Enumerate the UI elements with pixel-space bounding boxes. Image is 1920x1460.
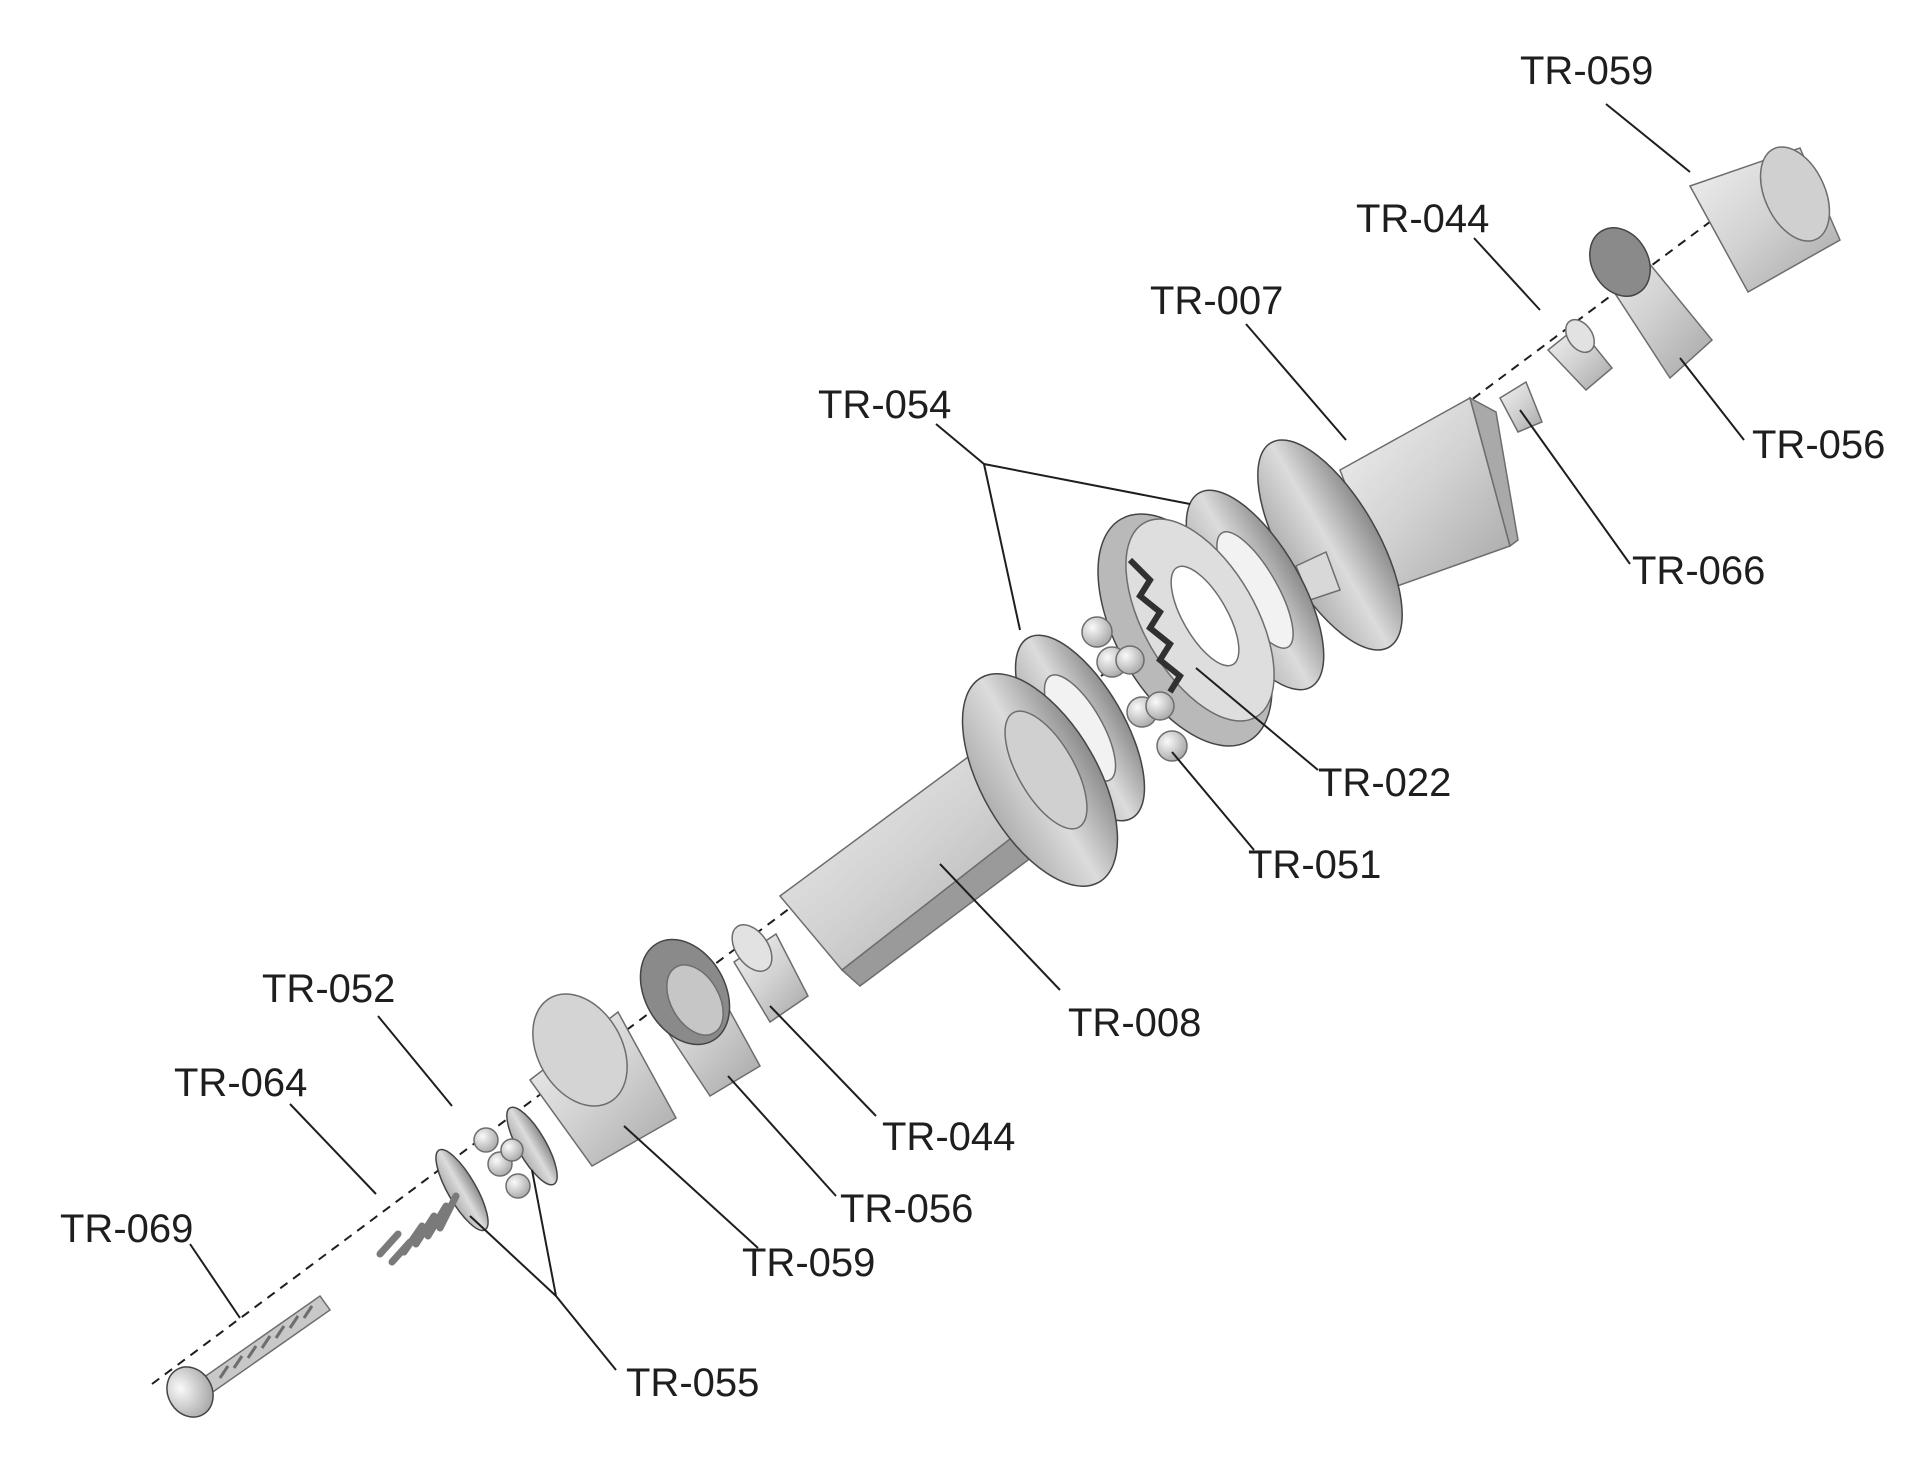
part-tr022-gear bbox=[1097, 513, 1275, 747]
leader-lines bbox=[189, 103, 1745, 1371]
part-tr054-washer-lower bbox=[1014, 634, 1146, 822]
part-tr044-top bbox=[1546, 318, 1614, 392]
label-tr056-right: TR-056 bbox=[1752, 423, 1885, 467]
part-tr066 bbox=[1499, 380, 1543, 433]
label-tr008: TR-008 bbox=[1068, 1001, 1201, 1045]
label-tr007: TR-007 bbox=[1150, 279, 1283, 323]
part-tr069-screw bbox=[166, 1294, 332, 1418]
label-tr055: TR-055 bbox=[626, 1361, 759, 1405]
label-tr052: TR-052 bbox=[262, 967, 395, 1011]
part-tr056-mid bbox=[639, 938, 762, 1098]
part-tr064-spring bbox=[376, 1192, 460, 1266]
part-tr051-balls bbox=[1081, 616, 1188, 762]
part-tr008 bbox=[778, 673, 1119, 987]
label-tr044-top: TR-044 bbox=[1356, 197, 1489, 241]
label-tr051: TR-051 bbox=[1248, 843, 1381, 887]
label-tr059-top: TR-059 bbox=[1520, 49, 1653, 93]
label-tr056-mid: TR-056 bbox=[840, 1187, 973, 1231]
label-tr066: TR-066 bbox=[1632, 549, 1765, 593]
label-tr044-mid: TR-044 bbox=[882, 1115, 1015, 1159]
part-tr059-top bbox=[1688, 146, 1841, 294]
label-tr059-bottom: TR-059 bbox=[742, 1241, 875, 1285]
part-tr044-mid bbox=[731, 924, 809, 1024]
label-tr022: TR-022 bbox=[1318, 761, 1451, 805]
part-tr056-top bbox=[1589, 227, 1714, 380]
part-tr052-balls bbox=[473, 1127, 531, 1199]
label-tr069: TR-069 bbox=[60, 1207, 193, 1251]
part-tr007 bbox=[1257, 396, 1519, 651]
part-tr059-bottom bbox=[528, 993, 678, 1167]
label-tr054: TR-054 bbox=[818, 383, 951, 427]
label-tr064: TR-064 bbox=[174, 1061, 307, 1105]
